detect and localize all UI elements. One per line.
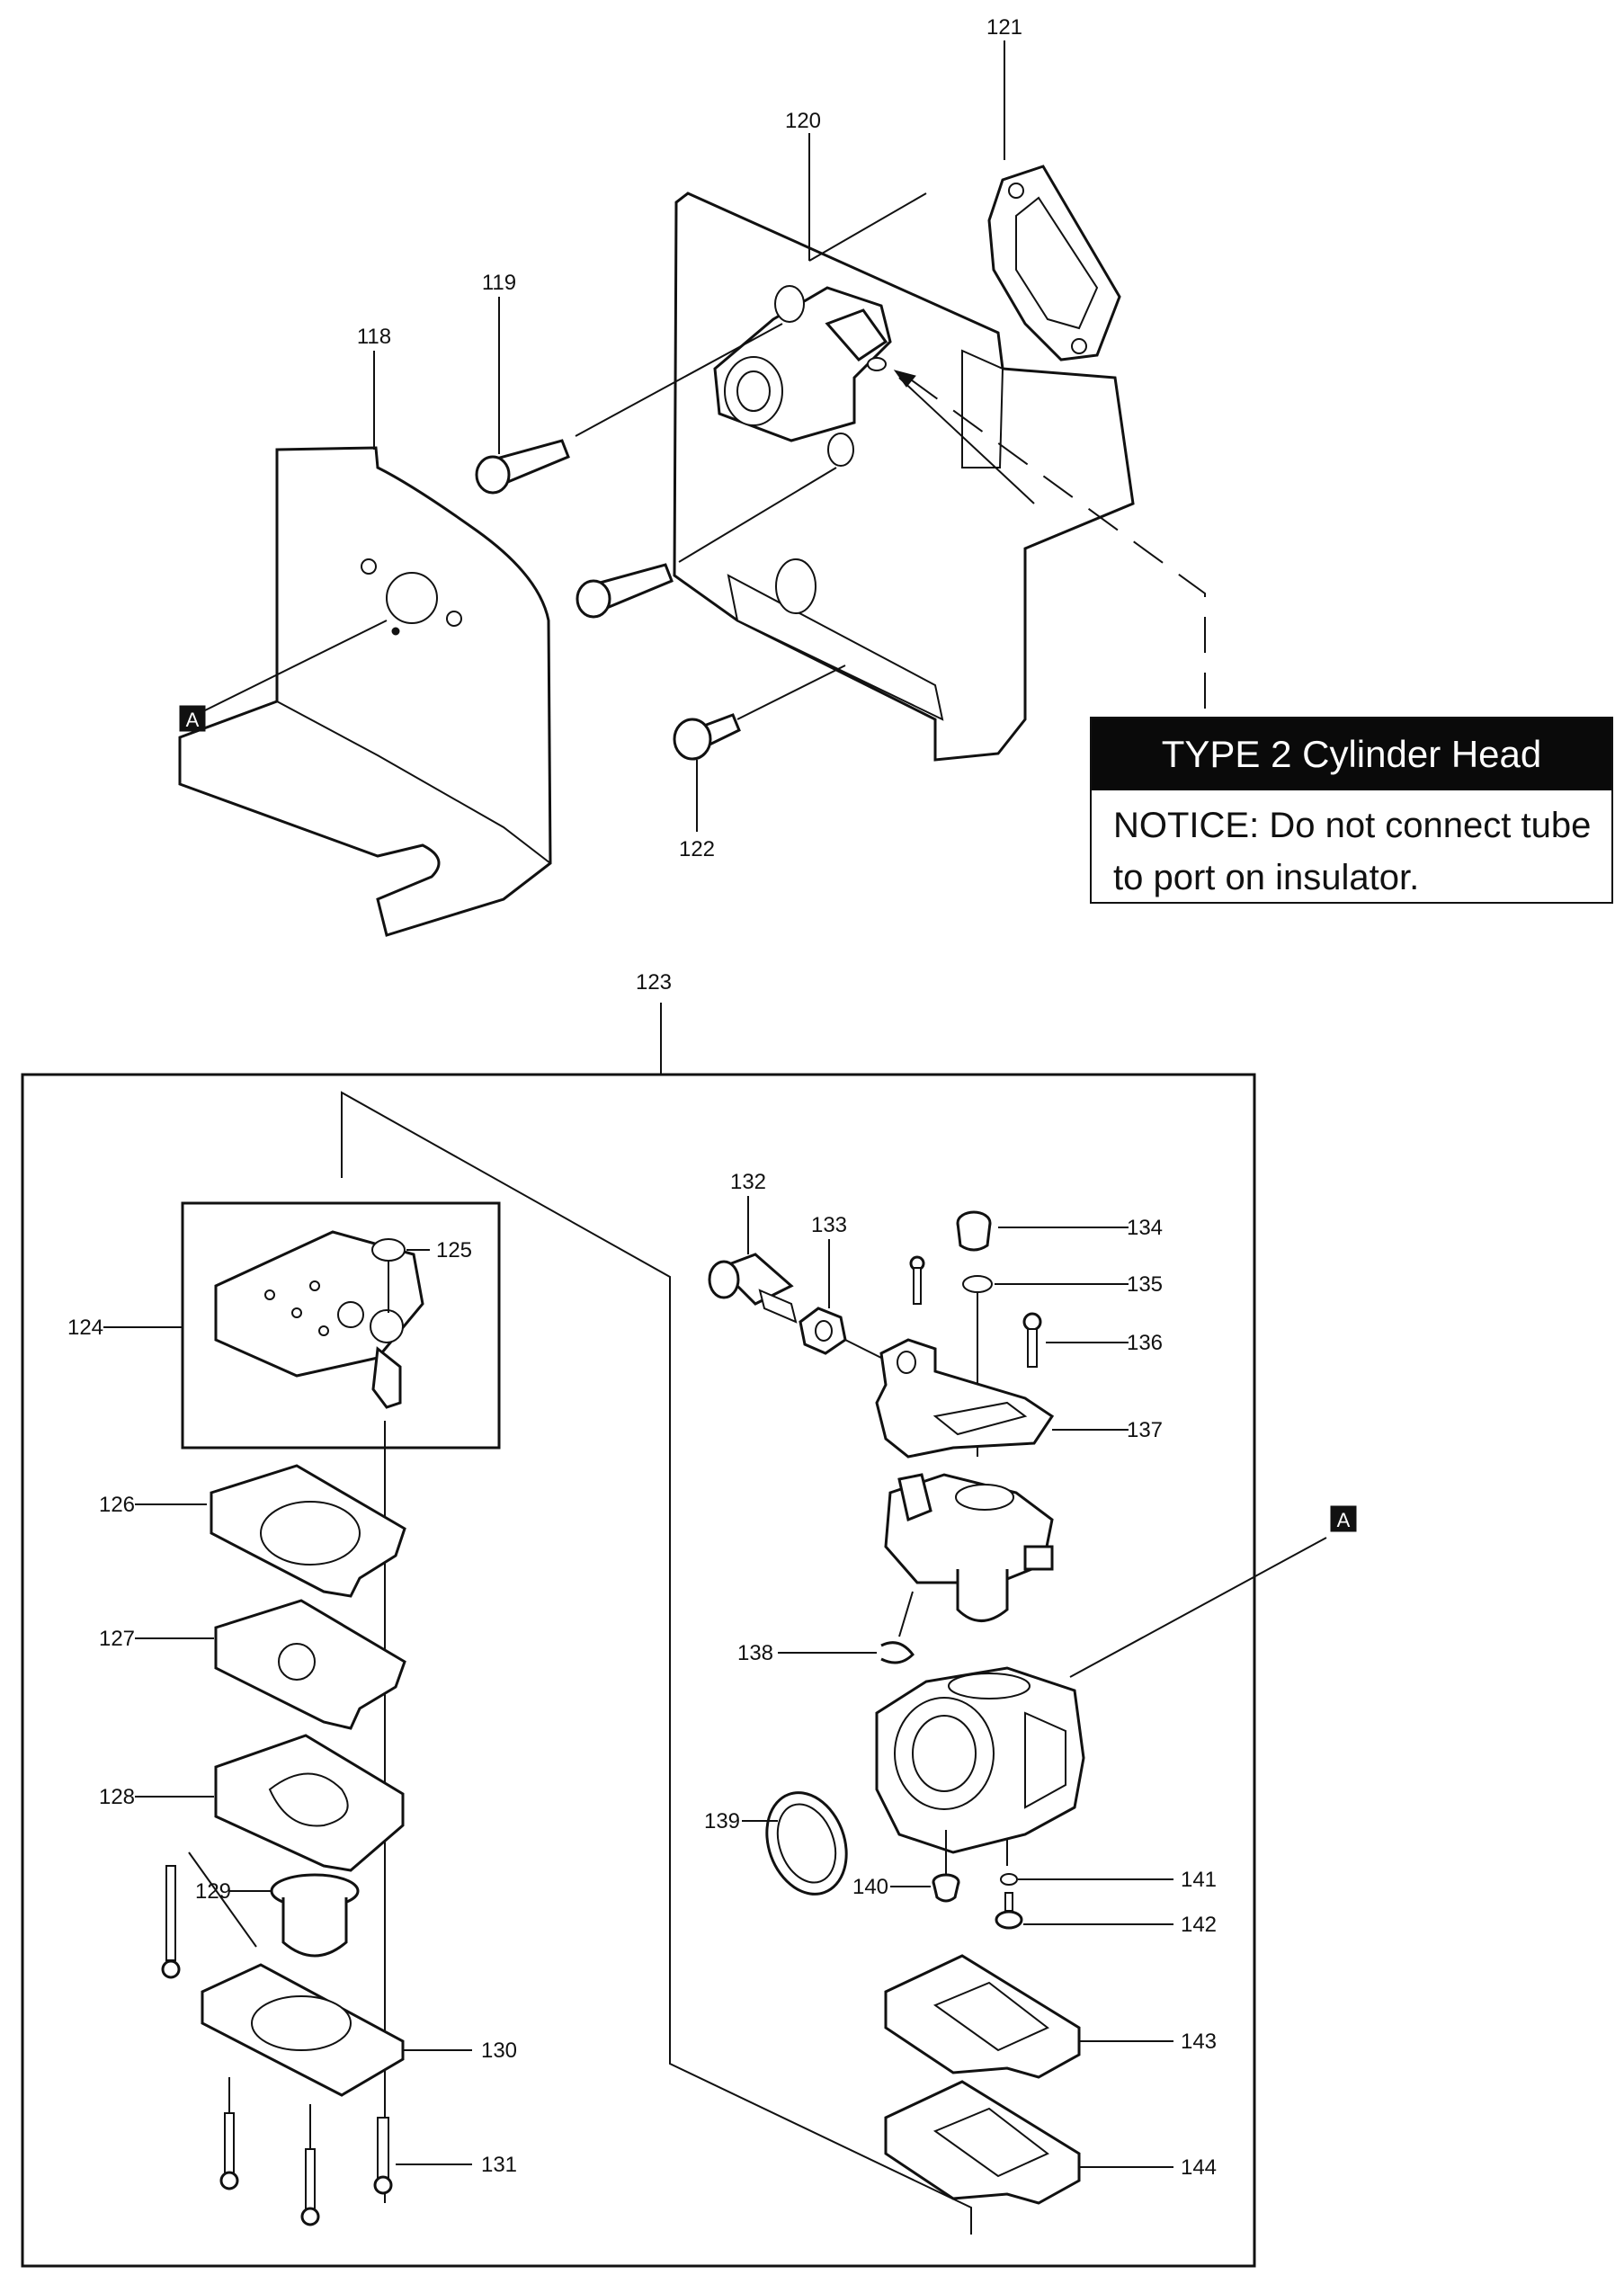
- label-142: 142: [1181, 1913, 1217, 1937]
- label-123: 123: [636, 970, 672, 995]
- part-128-pump-body: [135, 1734, 405, 1872]
- part-131-screws: [161, 1865, 472, 2226]
- label-126: 126: [99, 1493, 135, 1517]
- part-124-pump-cover: [214, 1230, 424, 1409]
- label-139: 139: [704, 1809, 740, 1833]
- throttle-shaft-assembly: [884, 1473, 1054, 1637]
- tube-arrow-line: [898, 377, 1035, 504]
- label-129: 129: [195, 1879, 231, 1904]
- part-137-bracket: [875, 1338, 1129, 1459]
- label-140: 140: [852, 1875, 888, 1899]
- label-127: 127: [99, 1627, 135, 1651]
- label-122: 122: [679, 837, 715, 861]
- label-133: 133: [811, 1213, 847, 1237]
- svg-text:A: A: [186, 709, 200, 731]
- notice-text: NOTICE: Do not connect tube to port on i…: [1092, 790, 1611, 904]
- label-121: 121: [986, 15, 1022, 40]
- part-121-gasket: [987, 40, 1121, 361]
- label-144: 144: [1181, 2155, 1217, 2180]
- tube-routing-dashed-line: [907, 377, 1206, 715]
- carburetor-body: [875, 1666, 1085, 1879]
- part-124-inset-box: [181, 1201, 501, 1450]
- part-125-filter-screen: [371, 1238, 430, 1313]
- part-129-primer-bulb: [229, 1873, 360, 1958]
- label-131: 131: [481, 2153, 517, 2177]
- label-141: 141: [1181, 1868, 1217, 1892]
- part-130-cover-plate: [188, 1851, 472, 2097]
- svg-text:A: A: [1337, 1509, 1351, 1531]
- notice-text-line-1: NOTICE: Do not connect tube: [1113, 806, 1592, 845]
- label-124: 124: [67, 1316, 103, 1340]
- part-126-gasket: [135, 1464, 406, 1598]
- notice-text-line-2: to port on insulator.: [1113, 858, 1420, 897]
- label-135: 135: [1127, 1272, 1163, 1297]
- part-132-adjust-screw: [708, 1196, 798, 1324]
- part-143-gasket: [884, 1954, 1173, 2079]
- part-134-cap: [956, 1210, 1129, 1252]
- part-139-o-ring: [742, 1791, 848, 1896]
- label-134: 134: [1127, 1216, 1163, 1240]
- label-128: 128: [99, 1785, 135, 1809]
- label-136: 136: [1127, 1331, 1163, 1355]
- part-141-small-o-ring: [1000, 1839, 1173, 1886]
- label-120: 120: [785, 109, 821, 133]
- label-130: 130: [481, 2039, 517, 2063]
- part-133-nut: [799, 1239, 882, 1359]
- label-125: 125: [436, 1238, 472, 1262]
- label-118: 118: [357, 325, 391, 349]
- part-142-needle: [995, 1892, 1173, 1930]
- reference-marker-a-lower: A: [1069, 1505, 1357, 1678]
- part-138-e-clip: [778, 1641, 915, 1664]
- label-143: 143: [1181, 2030, 1217, 2054]
- label-119: 119: [482, 271, 516, 295]
- reference-marker-a-upper: A: [179, 620, 388, 732]
- label-132: 132: [730, 1170, 766, 1194]
- part-140-plug: [890, 1873, 960, 1903]
- part-118-heat-shield: [178, 351, 552, 937]
- part-127-diaphragm: [135, 1599, 406, 1730]
- notice-title: TYPE 2 Cylinder Head: [1092, 718, 1611, 790]
- label-137: 137: [1127, 1418, 1163, 1442]
- part-144-diaphragm: [884, 2080, 1173, 2205]
- carburetor-kit-frame: [21, 1073, 1256, 2268]
- arrow-head-icon: [893, 370, 916, 388]
- part-119-bolts: [475, 297, 837, 619]
- part-136-screw: [909, 1255, 1129, 1368]
- label-138: 138: [737, 1641, 773, 1665]
- notice-box: TYPE 2 Cylinder Head NOTICE: Do not conn…: [1090, 717, 1613, 904]
- part-120-insulator-bracket: [673, 133, 1135, 762]
- part-122-bolt: [673, 665, 846, 832]
